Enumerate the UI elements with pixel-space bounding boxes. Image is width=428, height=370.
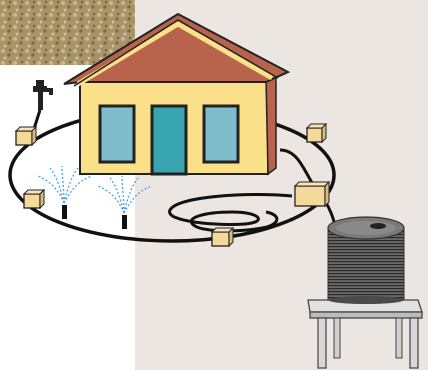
right-window — [204, 106, 238, 162]
junction-box-icon — [295, 182, 329, 206]
door — [152, 106, 186, 174]
left-window — [100, 106, 134, 162]
water-tank-icon — [328, 217, 404, 304]
junction-box-icon — [307, 124, 326, 142]
faucet-icon — [33, 80, 53, 132]
junction-box-icon — [24, 190, 44, 208]
junction-box-icon — [212, 228, 233, 246]
junction-box-icon — [16, 127, 36, 145]
